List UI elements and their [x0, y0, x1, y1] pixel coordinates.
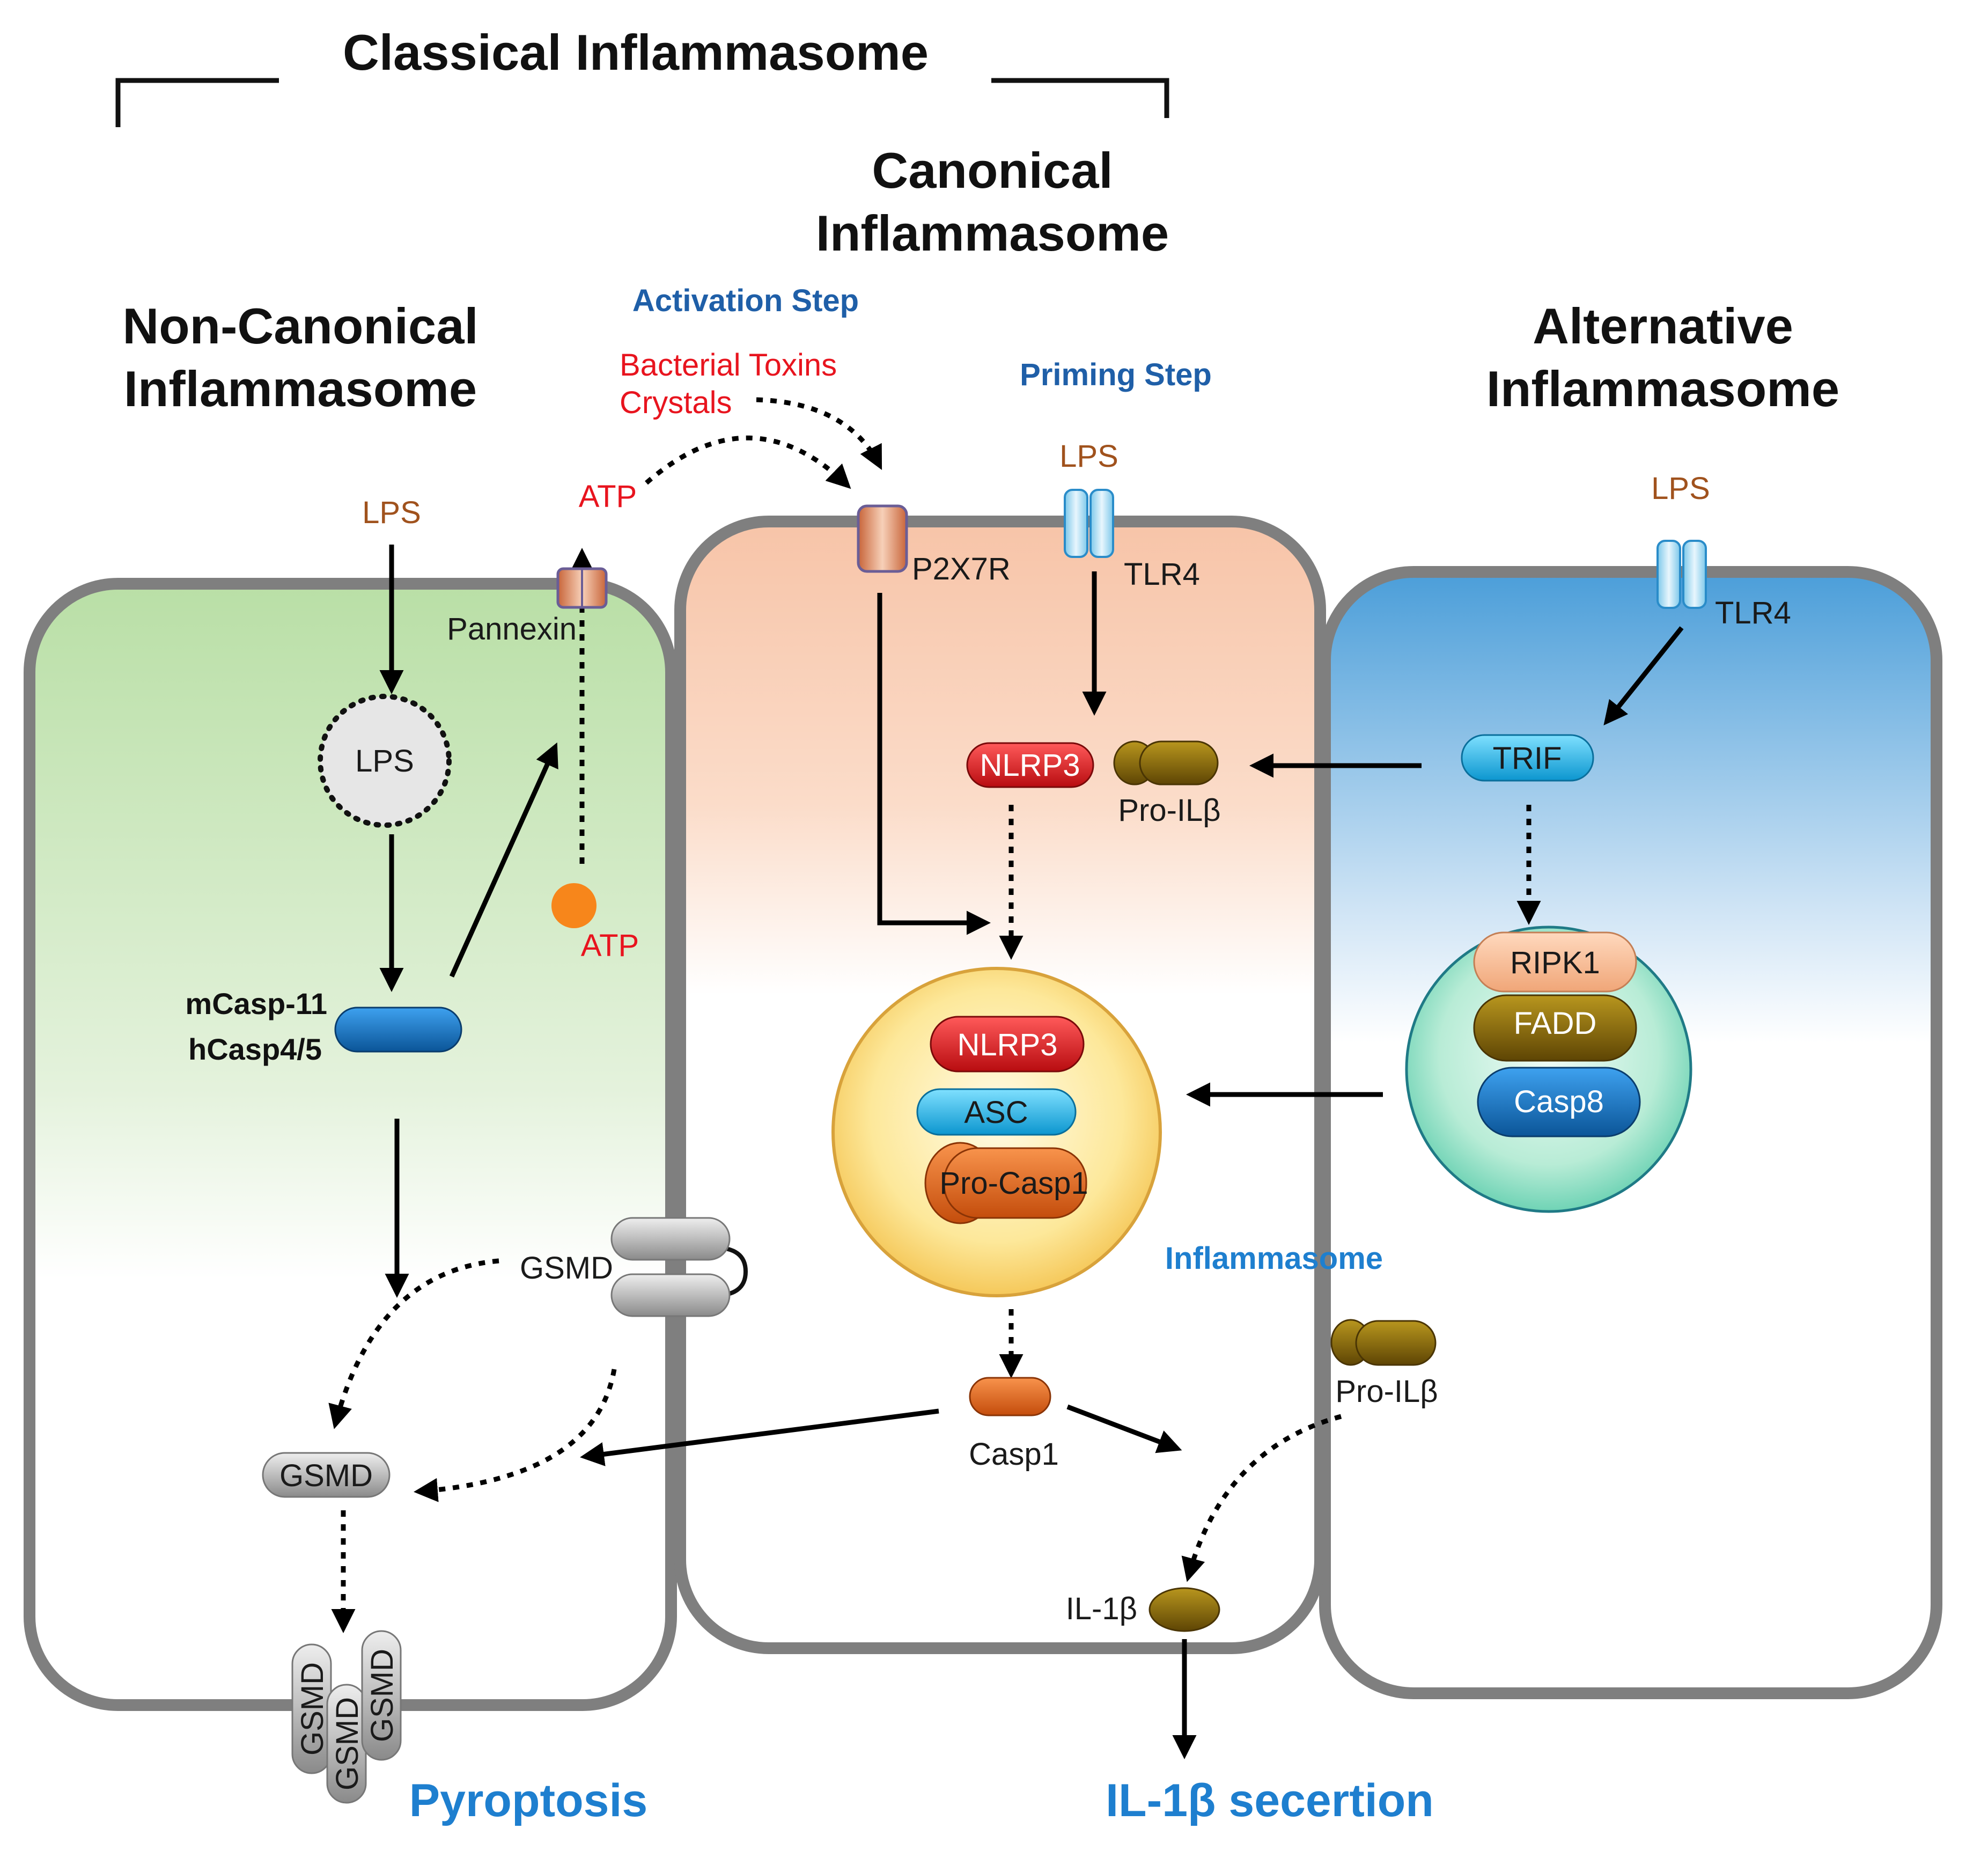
arrow-p2x7r-to-complex	[877, 593, 991, 935]
arrow-toxins-to-p2x7r	[756, 397, 882, 471]
arrow-proil1b-to-il1b	[1181, 1414, 1342, 1582]
mcasp11-label: mCasp-11	[185, 987, 327, 1020]
atp-inside-dot	[551, 883, 597, 928]
bacterial-toxins-label: Bacterial Toxins	[620, 348, 837, 383]
complex-procasp1-protein	[924, 1142, 1087, 1224]
lps-alternative-label: LPS	[1651, 471, 1710, 506]
arrow-casp1-to-gsmd	[580, 1408, 939, 1466]
noncanonical-title-line2: Inflammasome	[124, 361, 477, 417]
il1b-secretion-label: IL-1β secertion	[1106, 1775, 1434, 1826]
arrow-gsmd-pore-feedback	[414, 1369, 617, 1502]
casp1-label: Casp1	[969, 1437, 1059, 1472]
casp1-capsule	[969, 1377, 1051, 1416]
pro-il1b-label-2: Pro-ILβ	[1335, 1374, 1438, 1409]
gsmd-pore-label-2: GSMD	[330, 1697, 365, 1790]
arrow-casp11-to-pannexin	[449, 742, 558, 978]
classical-title: Classical Inflammasome	[343, 24, 929, 80]
casp8-capsule	[1477, 1067, 1641, 1137]
ripk1-capsule	[1473, 931, 1637, 993]
fadd-capsule	[1473, 994, 1637, 1062]
atp-outside-label: ATP	[579, 479, 637, 514]
trif-label: TRIF	[1493, 741, 1562, 776]
il1b-label: IL-1β	[1066, 1591, 1137, 1626]
casp11-capsule	[334, 1007, 462, 1053]
alternative-title-line2: Inflammasome	[1486, 361, 1839, 417]
pyroptosis-label: Pyroptosis	[409, 1775, 647, 1826]
lps-vesicle	[318, 694, 452, 828]
arrow-tlr4-to-trif	[1603, 626, 1684, 726]
crystals-label: Crystals	[620, 385, 732, 420]
ripk1-label: RIPK1	[1510, 945, 1600, 980]
arrow-gsmd-dimer-to-cleaved	[328, 1258, 499, 1429]
gsmd-pore-label-3: GSMD	[365, 1649, 400, 1742]
complex-procasp1-label: Pro-Casp1	[939, 1166, 1088, 1201]
lps-outside-label: LPS	[362, 495, 421, 530]
lps-canonical-label: LPS	[1059, 439, 1118, 474]
gsmd-dimer	[610, 1217, 748, 1317]
tlr4-alternative-label: TLR4	[1715, 596, 1791, 630]
fadd-label: FADD	[1514, 1006, 1597, 1041]
tlr4-alternative	[1656, 540, 1707, 609]
gsmd-cleaved-capsule	[262, 1452, 391, 1498]
inflammasome-label: Inflammasome	[1165, 1241, 1383, 1276]
pro-il1b-label: Pro-ILβ	[1118, 793, 1220, 828]
canonical-title-line1: Canonical	[872, 142, 1113, 199]
gsmd-dimer-label: GSMD	[520, 1251, 613, 1286]
complex-nlrp3-label: NLRP3	[958, 1027, 1058, 1062]
tlr4-canonical	[1064, 489, 1114, 558]
hcasp45-label: hCasp4/5	[188, 1032, 322, 1066]
p2x7r-label: P2X7R	[912, 552, 1011, 586]
pro-il1b-protein-2	[1330, 1319, 1437, 1366]
complex-nlrp3-capsule	[930, 1016, 1085, 1073]
gsmd-cleaved-label: GSMD	[279, 1458, 373, 1493]
atp-inside-label: ATP	[581, 928, 639, 963]
arrow-atp-to-p2x7r	[645, 435, 851, 489]
casp8-label: Casp8	[1514, 1084, 1604, 1119]
noncanonical-title-line1: Non-Canonical	[122, 298, 478, 354]
canonical-title-line2: Inflammasome	[816, 205, 1169, 261]
complex-asc-capsule	[916, 1088, 1077, 1136]
classical-bracket	[115, 78, 1169, 127]
lps-inside-label: LPS	[355, 744, 414, 779]
pannexin-label: Pannexin	[447, 612, 577, 647]
nlrp3-label: NLRP3	[980, 748, 1080, 783]
il1b-protein	[1148, 1587, 1220, 1632]
gsmd-pore: GSMD GSMD GSMD	[291, 1630, 402, 1804]
priming-step-label: Priming Step	[1020, 357, 1212, 392]
activation-step-label: Activation Step	[632, 283, 859, 318]
p2x7r-receptor	[857, 504, 908, 573]
pro-il1b-protein	[1113, 740, 1219, 785]
arrow-casp1-to-il1b	[1066, 1404, 1182, 1453]
nlrp3-capsule	[966, 742, 1094, 788]
alternative-title-line1: Alternative	[1533, 298, 1793, 354]
trif-capsule	[1461, 734, 1594, 782]
complex-asc-label: ASC	[964, 1095, 1028, 1130]
gsmd-pore-label-1: GSMD	[295, 1662, 330, 1756]
tlr4-canonical-label: TLR4	[1124, 557, 1200, 592]
